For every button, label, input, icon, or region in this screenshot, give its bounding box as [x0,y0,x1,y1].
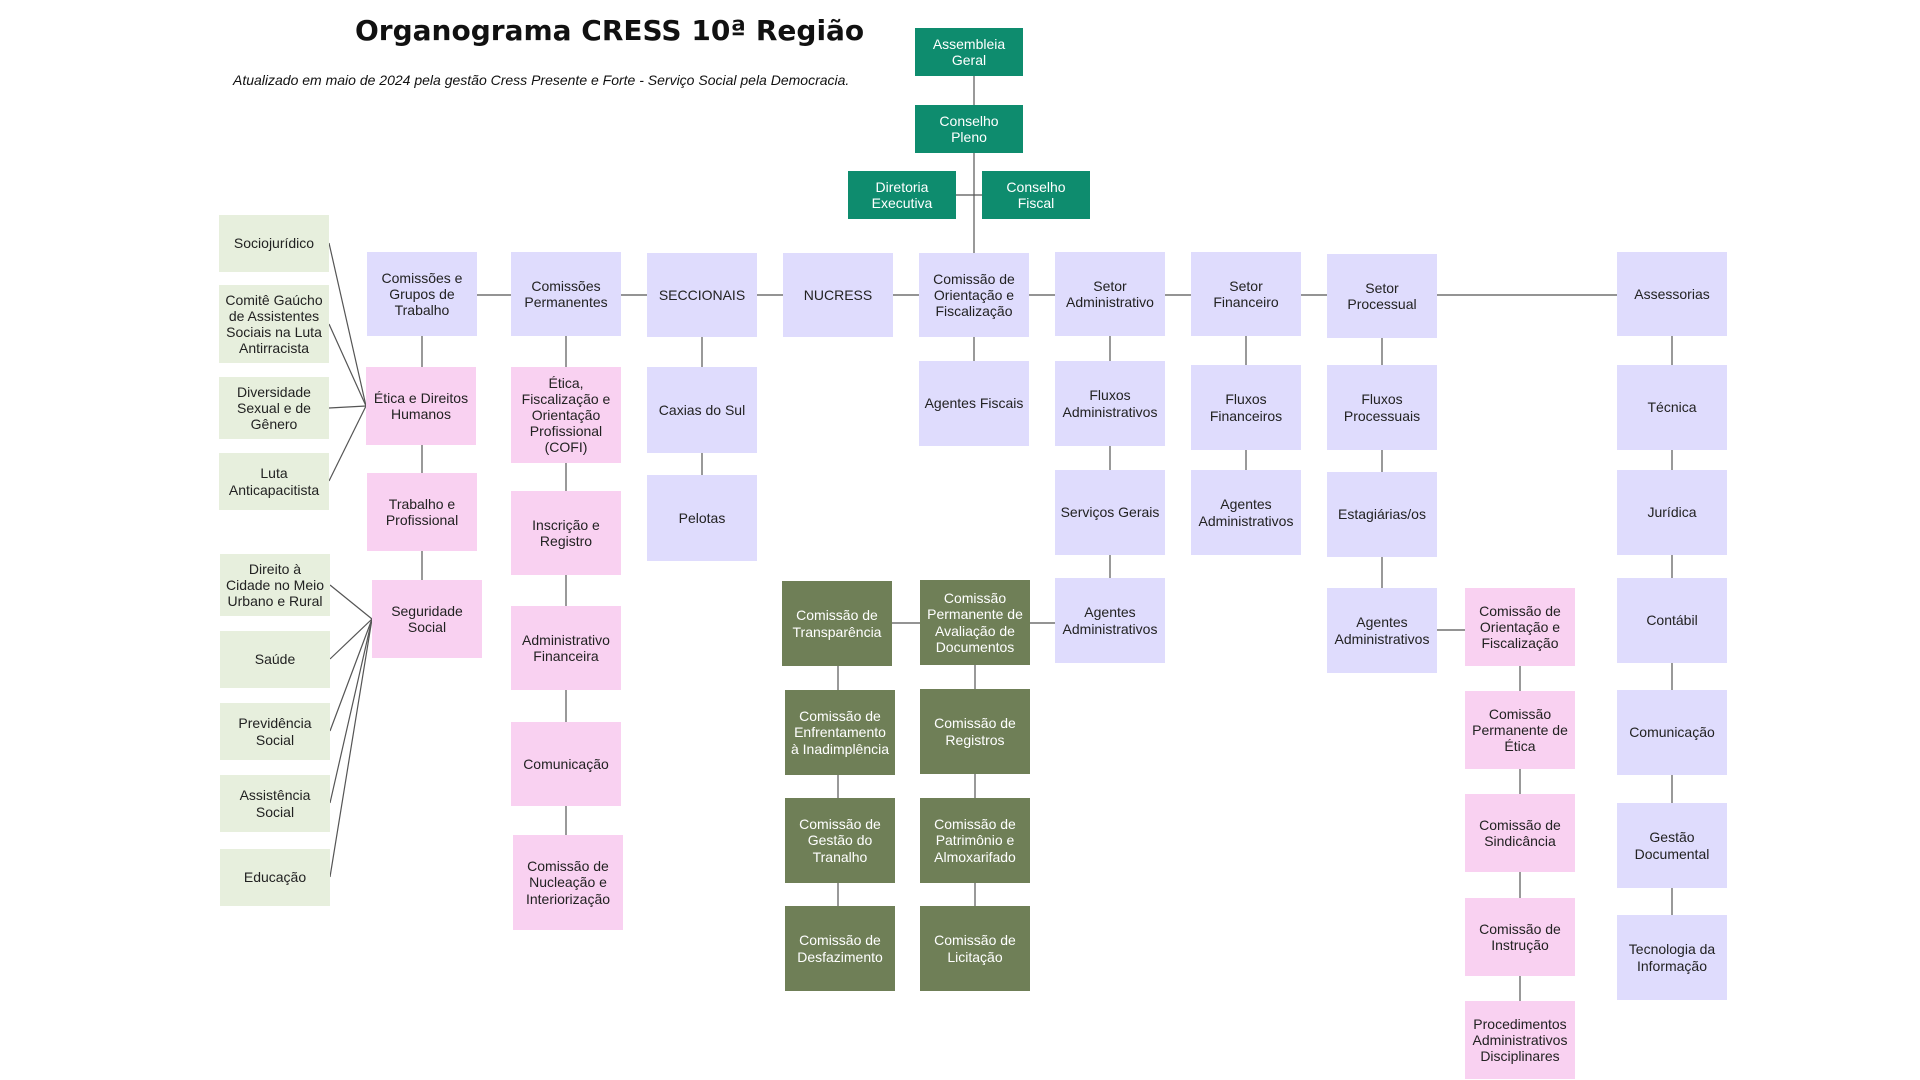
node-estagiarias: Estagiárias/os [1327,472,1437,557]
node-pelotas: Pelotas [647,475,757,561]
node-trabalho-profissional: Trabalho e Profissional [367,473,477,551]
node-etica-direitos-humanos: Ética e Direitos Humanos [366,367,476,445]
node-caxias-do-sul: Caxias do Sul [647,367,757,453]
node-tecnologia-informacao: Tecnologia da Informação [1617,915,1727,1000]
node-educacao: Educação [220,849,330,906]
node-sociojuridico: Sociojurídico [219,215,329,272]
connector-line [328,323,367,407]
node-cofi: Ética, Fiscalização e Orientação Profiss… [511,367,621,463]
node-diversidade-sexual-genero: Diversidade Sexual e de Gênero [219,377,329,439]
node-setor-financeiro: Setor Financeiro [1191,252,1301,336]
node-agentes-fiscais: Agentes Fiscais [919,361,1029,446]
node-gestao-documental: Gestão Documental [1617,803,1727,888]
page-subtitle: Atualizado em maio de 2024 pela gestão C… [233,72,850,88]
node-inscricao-registro: Inscrição e Registro [511,491,621,575]
node-agentes-administrativos-proc: Agentes Administrativos [1327,588,1437,673]
node-tecnica: Técnica [1617,365,1727,450]
node-nucleacao-interiorizacao: Comissão de Nucleação e Interiorização [513,835,623,930]
node-juridica: Jurídica [1617,470,1727,555]
connector-line [328,242,367,407]
node-seguridade-social: Seguridade Social [372,580,482,658]
node-comissao-patrimonio: Comissão de Patrimônio e Almoxarifado [920,798,1030,883]
node-comite-antirracista: Comitê Gaúcho de Assistentes Sociais na … [219,285,329,363]
node-setor-administrativo: Setor Administrativo [1055,252,1165,336]
node-comunicacao-perm: Comunicação [511,722,621,806]
node-conselho-fiscal: Conselho Fiscal [982,171,1090,219]
connector-line [329,618,373,804]
node-comissoes-permanentes: Comissões Permanentes [511,252,621,336]
connector-line [328,405,367,409]
page-title: Organograma CRESS 10ª Região [355,14,865,47]
node-comissao-orientacao-fiscalizacao: Comissão de Orientação e Fiscalização [919,253,1029,337]
node-fluxos-administrativos: Fluxos Administrativos [1055,361,1165,446]
node-comissoes-grupos-trabalho: Comissões e Grupos de Trabalho [367,252,477,336]
node-assembleia-geral: Assembleia Geral [915,28,1023,76]
node-contabil: Contábil [1617,578,1727,663]
node-procedimentos-disciplinares: Procedimentos Administrativos Disciplina… [1465,1001,1575,1079]
node-diretoria-executiva: Diretoria Executiva [848,171,956,219]
node-cof-processual: Comissão de Orientação e Fiscalização [1465,588,1575,666]
node-agentes-administrativos-fin: Agentes Administrativos [1191,470,1301,555]
node-comissao-registros: Comissão de Registros [920,689,1030,774]
node-previdencia-social: Previdência Social [220,703,330,760]
connector-line [329,618,373,732]
node-comissao-desfazimento: Comissão de Desfazimento [785,906,895,991]
node-nucress: NUCRESS [783,253,893,337]
node-assistencia-social: Assistência Social [220,775,330,832]
node-seccionais: SECCIONAIS [647,253,757,337]
node-luta-anticapacitista: Luta Anticapacitista [219,453,329,510]
node-comissao-sindicancia: Comissão de Sindicância [1465,794,1575,872]
node-direito-cidade: Direito à Cidade no Meio Urbano e Rural [220,554,330,616]
connector-line [328,405,367,482]
connector-line [329,618,373,660]
node-comissao-inadimplencia: Comissão de Enfrentamento à Inadimplênci… [785,690,895,775]
node-administrativo-financeira: Administrativo Financeira [511,606,621,690]
node-conselho-pleno: Conselho Pleno [915,105,1023,153]
node-setor-processual: Setor Processual [1327,254,1437,338]
connector-line [329,584,373,620]
connector-line [329,618,373,878]
node-comissao-licitacao: Comissão de Licitação [920,906,1030,991]
node-fluxos-processuais: Fluxos Processuais [1327,365,1437,450]
node-agentes-administrativos-adm: Agentes Administrativos [1055,578,1165,663]
node-comissao-instrucao: Comissão de Instrução [1465,898,1575,976]
node-comissao-gestao-trabalho: Comissão de Gestão do Tranalho [785,798,895,883]
node-comissao-transparencia: Comissão de Transparência [782,581,892,666]
node-comunicacao-assess: Comunicação [1617,690,1727,775]
node-comissao-avaliacao-documentos: Comissão Permanente de Avaliação de Docu… [920,580,1030,665]
node-servicos-gerais: Serviços Gerais [1055,470,1165,555]
node-saude: Saúde [220,631,330,688]
node-assessorias: Assessorias [1617,252,1727,336]
node-fluxos-financeiros: Fluxos Financeiros [1191,365,1301,450]
node-comissao-permanente-etica: Comissão Permanente de Ética [1465,691,1575,769]
